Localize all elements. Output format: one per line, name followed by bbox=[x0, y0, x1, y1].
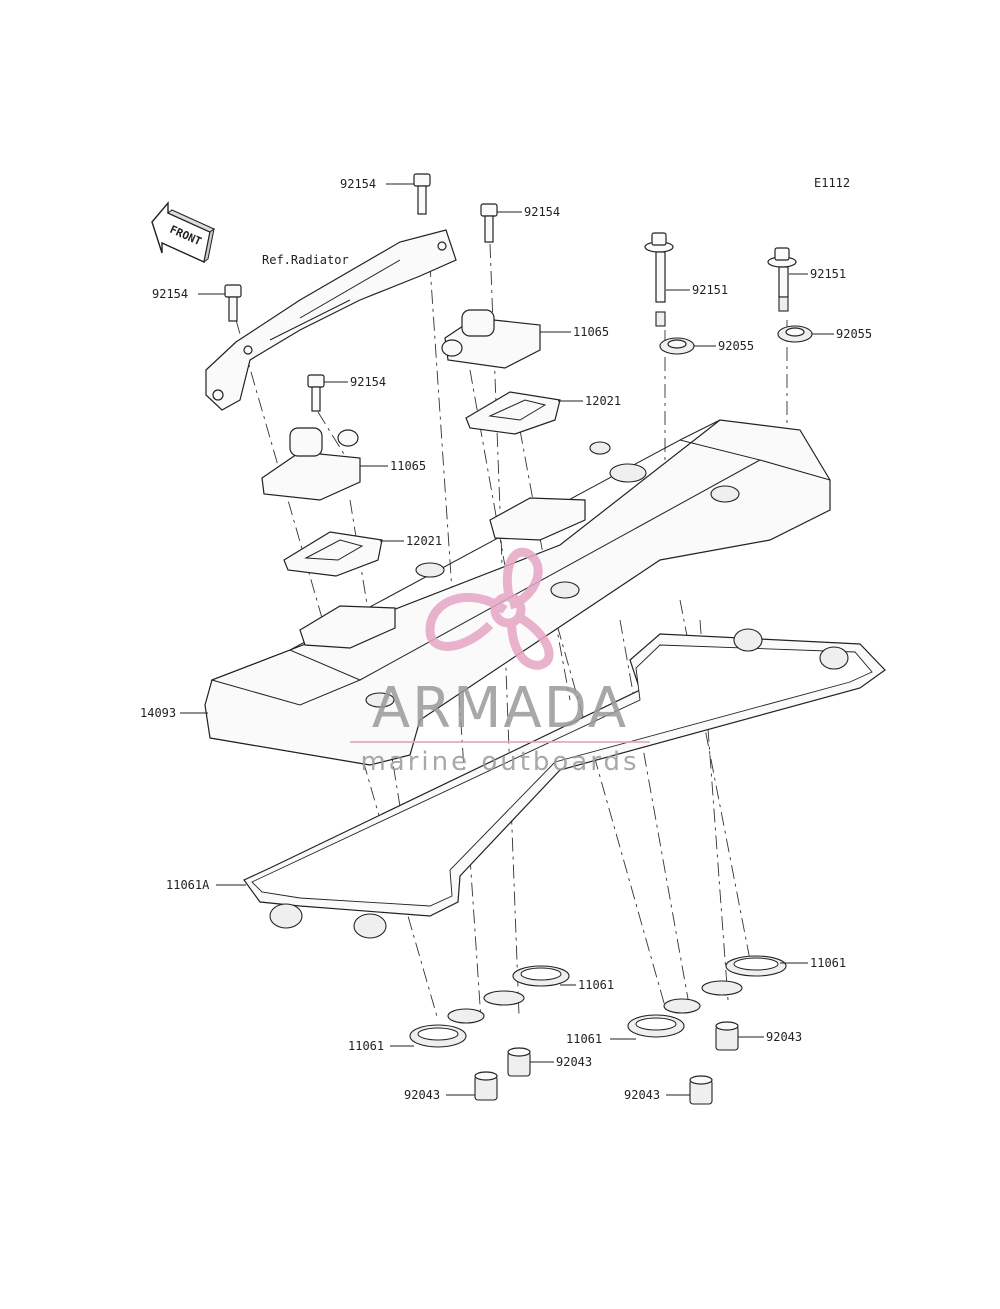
part-label[interactable]: 11065 bbox=[390, 459, 426, 473]
gasket-12021-upper bbox=[465, 391, 561, 435]
collar-92043-b bbox=[507, 1047, 531, 1077]
part-label[interactable]: 11065 bbox=[573, 325, 609, 339]
part-labels: 92154 92154 92154 92154 92151 92151 1106… bbox=[140, 177, 872, 1102]
leader-lines bbox=[180, 183, 834, 1096]
plug-seal-11061-c bbox=[409, 1008, 485, 1048]
part-label[interactable]: 12021 bbox=[585, 394, 621, 408]
collar-92043-a bbox=[474, 1071, 498, 1101]
part-label[interactable]: 11061 bbox=[578, 978, 614, 992]
part-label[interactable]: 11061 bbox=[348, 1039, 384, 1053]
watermark-brand: ARMADA bbox=[372, 676, 628, 741]
grommet-92055-left bbox=[659, 337, 695, 355]
part-label[interactable]: 92151 bbox=[692, 283, 728, 297]
part-label[interactable]: 92055 bbox=[718, 339, 754, 353]
head-cover-gasket-11061A bbox=[243, 628, 886, 939]
part-label[interactable]: 92154 bbox=[340, 177, 376, 191]
part-label[interactable]: 92043 bbox=[556, 1055, 592, 1069]
part-label[interactable]: 92151 bbox=[810, 267, 846, 281]
part-label[interactable]: 11061 bbox=[566, 1032, 602, 1046]
part-label[interactable]: 92154 bbox=[350, 375, 386, 389]
part-label[interactable]: 92043 bbox=[404, 1088, 440, 1102]
radiator-bracket bbox=[205, 229, 457, 411]
plug-seal-11061-a bbox=[483, 965, 570, 1006]
part-label[interactable]: 92043 bbox=[766, 1030, 802, 1044]
plug-seal-11061-d bbox=[627, 998, 701, 1038]
diagram-code: E1112 bbox=[814, 176, 850, 190]
armada-logo-icon bbox=[425, 547, 554, 670]
watermark-tagline: marine outboards bbox=[360, 747, 639, 777]
bolt-92154-upper bbox=[480, 203, 498, 243]
bolt-92154-top bbox=[413, 173, 431, 215]
part-label[interactable]: 92043 bbox=[624, 1088, 660, 1102]
gasket-12021-lower bbox=[283, 531, 383, 577]
plug-seal-11061-b bbox=[701, 955, 787, 996]
bolt-92154-mid bbox=[307, 374, 325, 412]
armada-watermark: ARMADA marine outboards bbox=[350, 547, 650, 777]
grommet-92055-right bbox=[777, 325, 813, 343]
bolt-92151-left bbox=[644, 232, 674, 327]
breather-cover-11065-lower bbox=[261, 427, 361, 501]
part-label[interactable]: 14093 bbox=[140, 706, 176, 720]
bolt-92151-right bbox=[767, 247, 797, 312]
part-label[interactable]: 11061A bbox=[166, 878, 210, 892]
part-label[interactable]: 12021 bbox=[406, 534, 442, 548]
breather-cover-11065-upper bbox=[441, 309, 541, 369]
part-label[interactable]: 92055 bbox=[836, 327, 872, 341]
collar-92043-c bbox=[689, 1075, 713, 1105]
bolt-92154-left bbox=[224, 284, 242, 322]
part-label[interactable]: 92154 bbox=[152, 287, 188, 301]
part-label[interactable]: 11061 bbox=[810, 956, 846, 970]
ref-label: Ref.Radiator bbox=[262, 253, 349, 267]
part-label[interactable]: 92154 bbox=[524, 205, 560, 219]
cylinder-head-cover-14093 bbox=[204, 419, 831, 766]
collar-92043-d bbox=[715, 1021, 739, 1051]
front-arrow-icon: FRONT bbox=[151, 201, 215, 264]
